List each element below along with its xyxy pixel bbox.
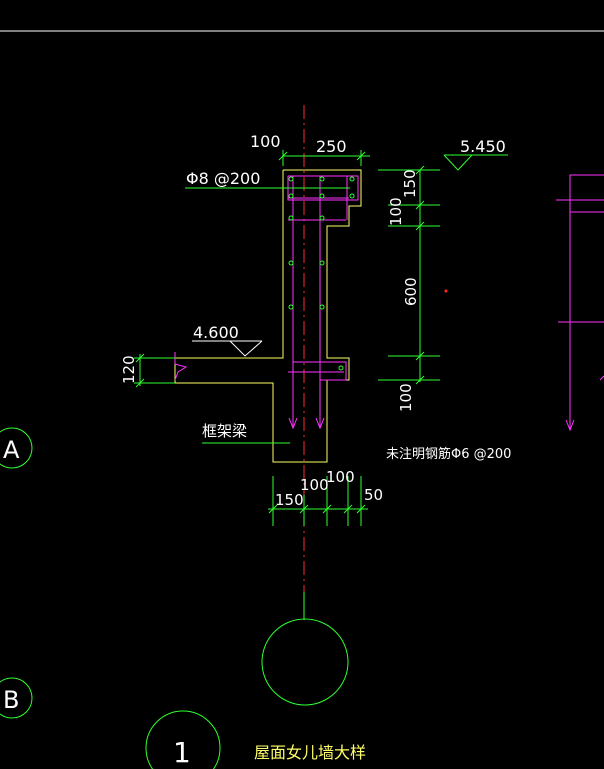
red-marker-point	[444, 289, 448, 293]
axis-a-label: A	[3, 436, 20, 464]
elevation-top-label: 5.450	[460, 137, 506, 156]
dim-bottom-100a: 100	[300, 476, 329, 494]
dim-beam-depth: 120	[120, 355, 138, 384]
right-partial-section	[569, 174, 604, 430]
dim-bottom-150: 150	[275, 491, 304, 509]
dim-right-600: 600	[402, 277, 420, 306]
dim-top-left: 100	[250, 132, 281, 151]
axis-b-bubble[interactable]	[0, 677, 33, 719]
detail-number-label: 1	[173, 736, 191, 769]
detail-title-label: 屋面女儿墙大样	[254, 743, 366, 762]
dim-top-width: 250	[316, 137, 347, 156]
axis-b-label: B	[3, 686, 19, 714]
dim-right-100: 100	[387, 197, 405, 226]
elevation-4600-symbol	[192, 340, 263, 357]
dim-bottom-50: 50	[364, 486, 383, 504]
frame-beam-label: 框架梁	[202, 422, 247, 440]
rebar-group	[287, 174, 604, 432]
beam-break-symbol	[174, 352, 188, 381]
rebar-dots	[288, 176, 355, 371]
detail-number-bubble[interactable]	[145, 710, 221, 769]
parapet-section-outline	[174, 169, 362, 463]
axis-a-bubble[interactable]	[0, 427, 33, 469]
rebar-spec-label: Φ8 @200	[186, 169, 260, 188]
elevation-floor-label: 4.600	[193, 323, 239, 342]
dim-right-150: 150	[401, 169, 419, 198]
dim-bottom-100b: 100	[326, 468, 355, 486]
dim-right-bottom-100: 100	[397, 383, 415, 412]
dimension-lines	[134, 150, 508, 706]
detail-axis-circle	[261, 618, 349, 706]
note-rebar-label: 未注明钢筋Φ6 @200	[386, 446, 511, 462]
stirrup-top	[287, 175, 359, 201]
